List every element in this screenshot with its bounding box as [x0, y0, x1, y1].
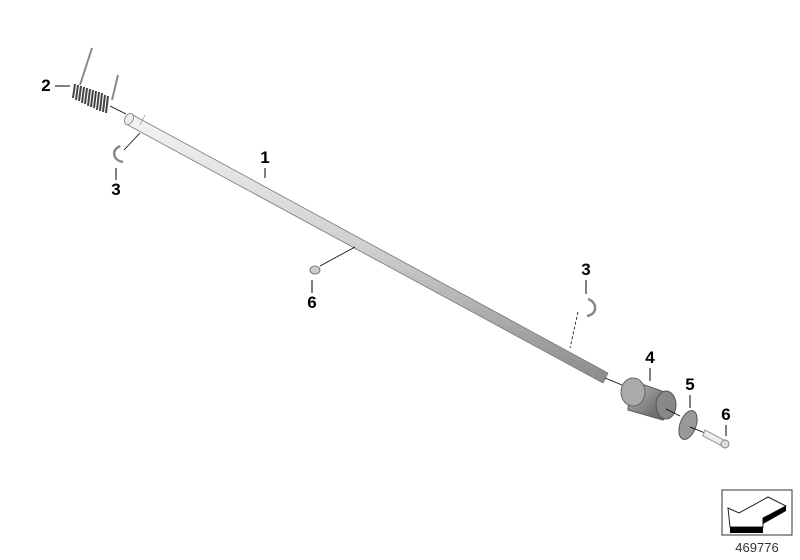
cylinder-weight	[604, 377, 681, 421]
callout-part-4[interactable]: 4	[645, 348, 655, 367]
callout-part-3-right[interactable]: 3	[581, 260, 591, 279]
callout-part-1[interactable]: 1	[260, 148, 270, 167]
rod	[124, 112, 609, 384]
clip-left	[112, 144, 124, 164]
callout-part-3-left[interactable]: 3	[111, 180, 121, 199]
arrow-direction-icon	[721, 489, 793, 536]
bolt	[702, 429, 730, 449]
washer	[678, 410, 706, 440]
reference-number: 469776	[735, 540, 779, 555]
leader-lines	[55, 85, 727, 436]
callout-part-6-middle[interactable]: 6	[307, 293, 317, 312]
callout-part-5[interactable]: 5	[685, 375, 695, 394]
callout-part-6-right[interactable]: 6	[721, 405, 731, 424]
screw-middle	[309, 246, 356, 275]
spring	[72, 47, 127, 115]
callout-part-2[interactable]: 2	[41, 76, 51, 95]
clip-right	[586, 297, 597, 318]
